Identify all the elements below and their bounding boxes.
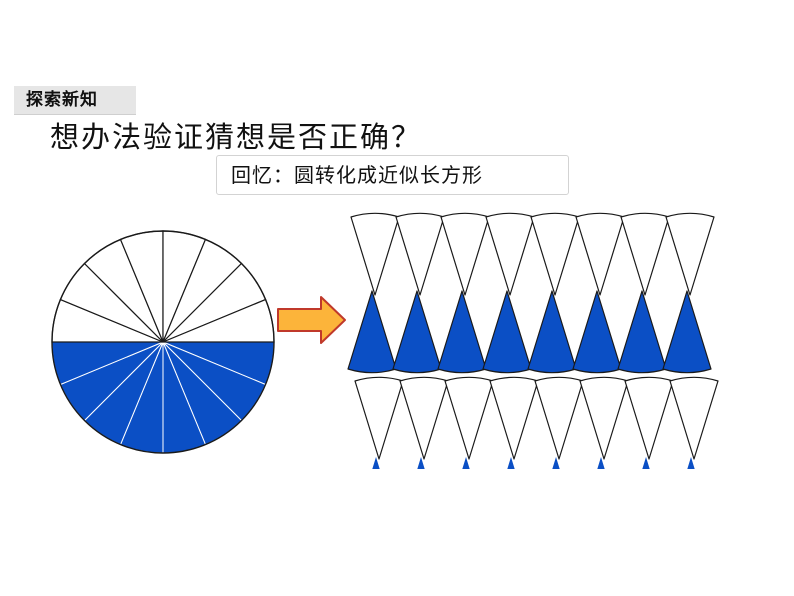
sector-piece xyxy=(665,212,715,296)
sector-piece xyxy=(437,290,487,374)
sector-piece xyxy=(575,212,625,296)
sector-piece xyxy=(354,376,404,460)
sector-piece xyxy=(395,212,445,296)
sector-piece xyxy=(506,454,516,469)
page-title: 想办法验证猜想是否正确？ xyxy=(50,120,423,154)
arrow-right-icon xyxy=(277,296,346,344)
sector-piece xyxy=(489,376,539,460)
sector-piece xyxy=(617,290,667,374)
sector-piece xyxy=(527,290,577,374)
sector-piece xyxy=(572,290,622,374)
sector-piece xyxy=(416,454,426,469)
sector-piece xyxy=(669,376,719,460)
sector-piece xyxy=(461,454,471,469)
sector-piece xyxy=(444,376,494,460)
sector-piece xyxy=(399,376,449,460)
sector-piece xyxy=(350,212,400,296)
divided-circle xyxy=(51,230,275,454)
sector-piece xyxy=(347,290,397,374)
circle-outline xyxy=(51,230,275,454)
section-tag: 探索新知 xyxy=(14,86,136,114)
sector-piece xyxy=(624,376,674,460)
sector-piece xyxy=(534,376,584,460)
rearranged-rectangle xyxy=(347,212,719,469)
sector-piece xyxy=(641,454,651,469)
sector-piece xyxy=(530,212,580,296)
sector-piece xyxy=(686,454,696,469)
sector-piece xyxy=(620,212,670,296)
sector-piece xyxy=(551,454,561,469)
hint-box: 回忆：圆转化成近似长方形 xyxy=(216,155,569,195)
sector-piece xyxy=(392,290,442,374)
sector-piece xyxy=(596,454,606,469)
sector-piece xyxy=(662,290,712,374)
sector-piece xyxy=(482,290,532,374)
sector-piece xyxy=(371,454,381,469)
hint-text: 回忆：圆转化成近似长方形 xyxy=(231,163,483,187)
sector-piece xyxy=(485,212,535,296)
sector-piece xyxy=(440,212,490,296)
sector-piece xyxy=(579,376,629,460)
